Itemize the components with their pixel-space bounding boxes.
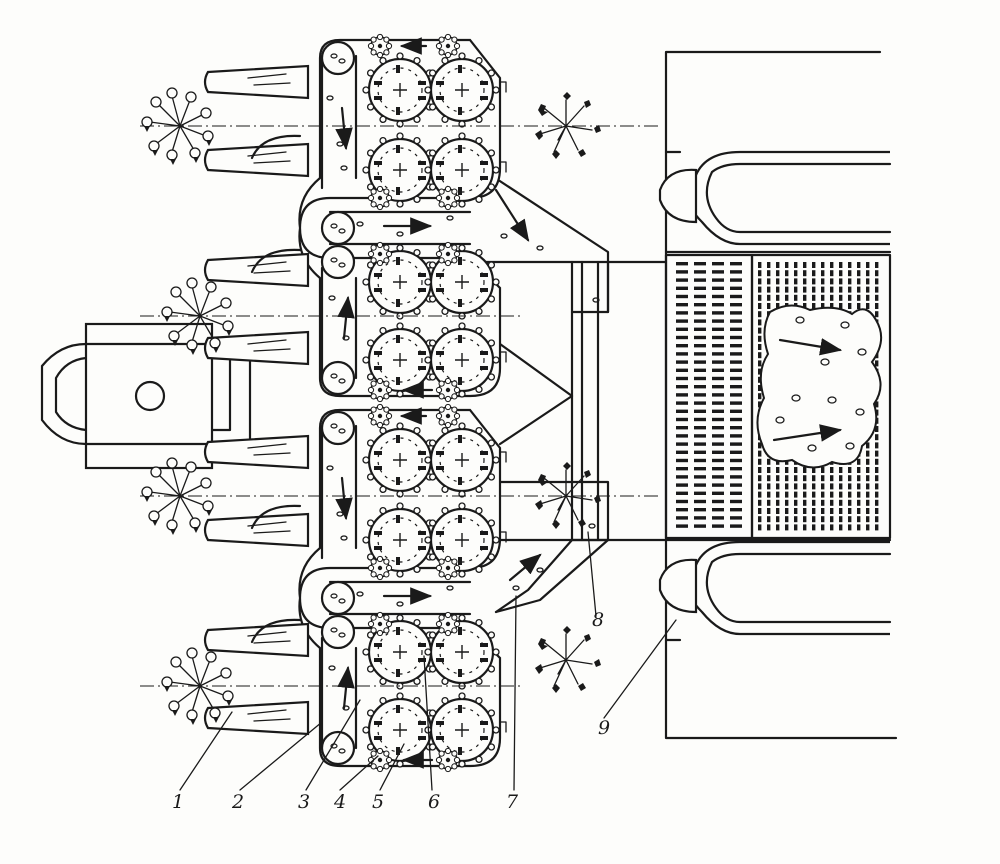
callout-4: 4: [333, 791, 346, 813]
row-unit-2: [140, 403, 660, 773]
raw-cotton-mass: [756, 304, 883, 469]
callout-2: 2: [231, 791, 244, 813]
callout-5: 5: [372, 791, 384, 813]
callout-3: 3: [298, 791, 310, 813]
callout-1: 1: [172, 791, 184, 813]
callout-9: 9: [598, 717, 610, 739]
row-unit-1: [140, 33, 660, 403]
tractor-unit: [40, 322, 252, 470]
callout-7: 7: [506, 791, 519, 813]
basket-frame: [658, 50, 898, 740]
callout-8: 8: [592, 609, 604, 631]
leader-lines: [179, 531, 677, 791]
cleaner-grid-left: [676, 262, 742, 528]
callout-labels: 1 2 3 4 5 6 7 8 9: [172, 609, 610, 813]
air-duct-system: [458, 166, 668, 614]
callout-6: 6: [428, 791, 440, 813]
